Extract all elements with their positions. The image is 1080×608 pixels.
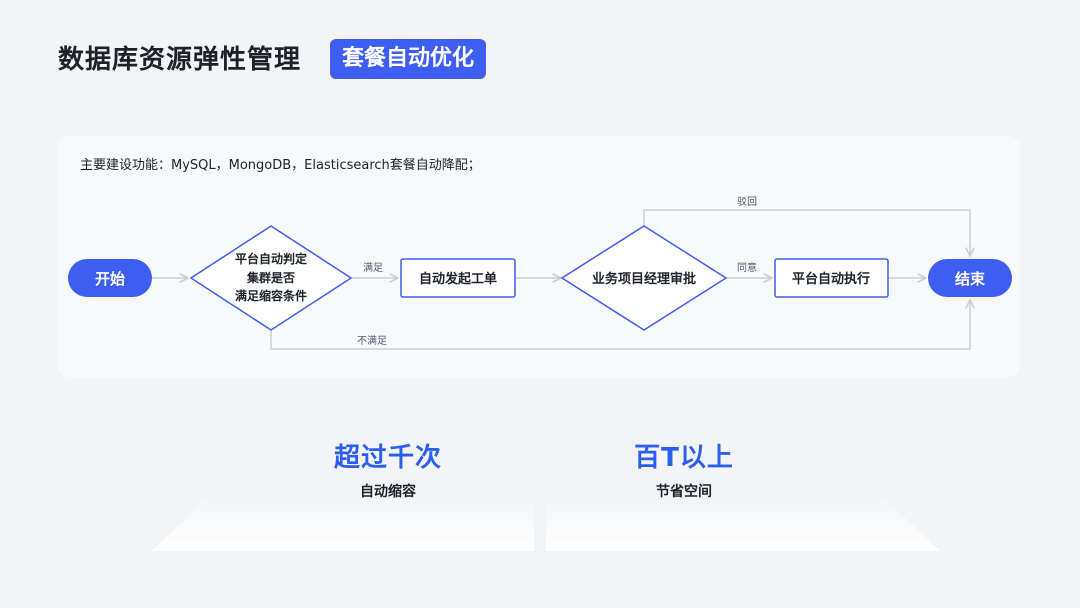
pedestal-right (546, 492, 940, 551)
decision1-line1: 平台自动判定 (235, 251, 307, 266)
decision-approval (560, 225, 728, 331)
connectors (152, 209, 970, 350)
flow-card (57, 136, 1020, 377)
start-node (68, 259, 152, 297)
stat-value: 超过千次 (333, 443, 442, 473)
stat-label: 自动缩容 (360, 484, 416, 500)
page-title: 数据库资源弹性管理 (58, 45, 302, 75)
pedestal-left (152, 492, 534, 551)
edge-not-satisfied (270, 300, 970, 350)
edge-label-satisfied: 满足 (363, 262, 383, 274)
edge-label-not-satisfied: 不满足 (357, 335, 387, 347)
execute-node (774, 258, 889, 298)
decision1-line2: 集群是否 (246, 270, 295, 285)
stat-auto-shrink: 超过千次 自动缩容 (268, 440, 508, 502)
edge-rejected (643, 209, 970, 256)
ticket-node (400, 258, 516, 298)
end-label: 结束 (955, 270, 986, 288)
stat-label: 节省空间 (656, 484, 712, 500)
ticket-label: 自动发起工单 (419, 271, 497, 287)
start-label: 开始 (95, 270, 125, 288)
edge-label-rejected: 驳回 (737, 196, 757, 208)
title-tag: 套餐自动优化 (330, 39, 487, 79)
edge-label-approved: 同意 (737, 261, 757, 274)
decision1-line3: 满足缩容条件 (235, 288, 307, 303)
stat-value: 百T以上 (634, 443, 734, 473)
feature-note: 主要建设功能：MySQL，MongoDB，Elasticsearch套餐自动降配… (80, 158, 481, 173)
end-node (928, 259, 1012, 297)
execute-label: 平台自动执行 (792, 271, 870, 287)
decision-shrink-condition (189, 225, 353, 331)
decision2-label: 业务项目经理审批 (592, 271, 696, 287)
stat-space-saved: 百T以上 节省空间 (564, 440, 804, 502)
